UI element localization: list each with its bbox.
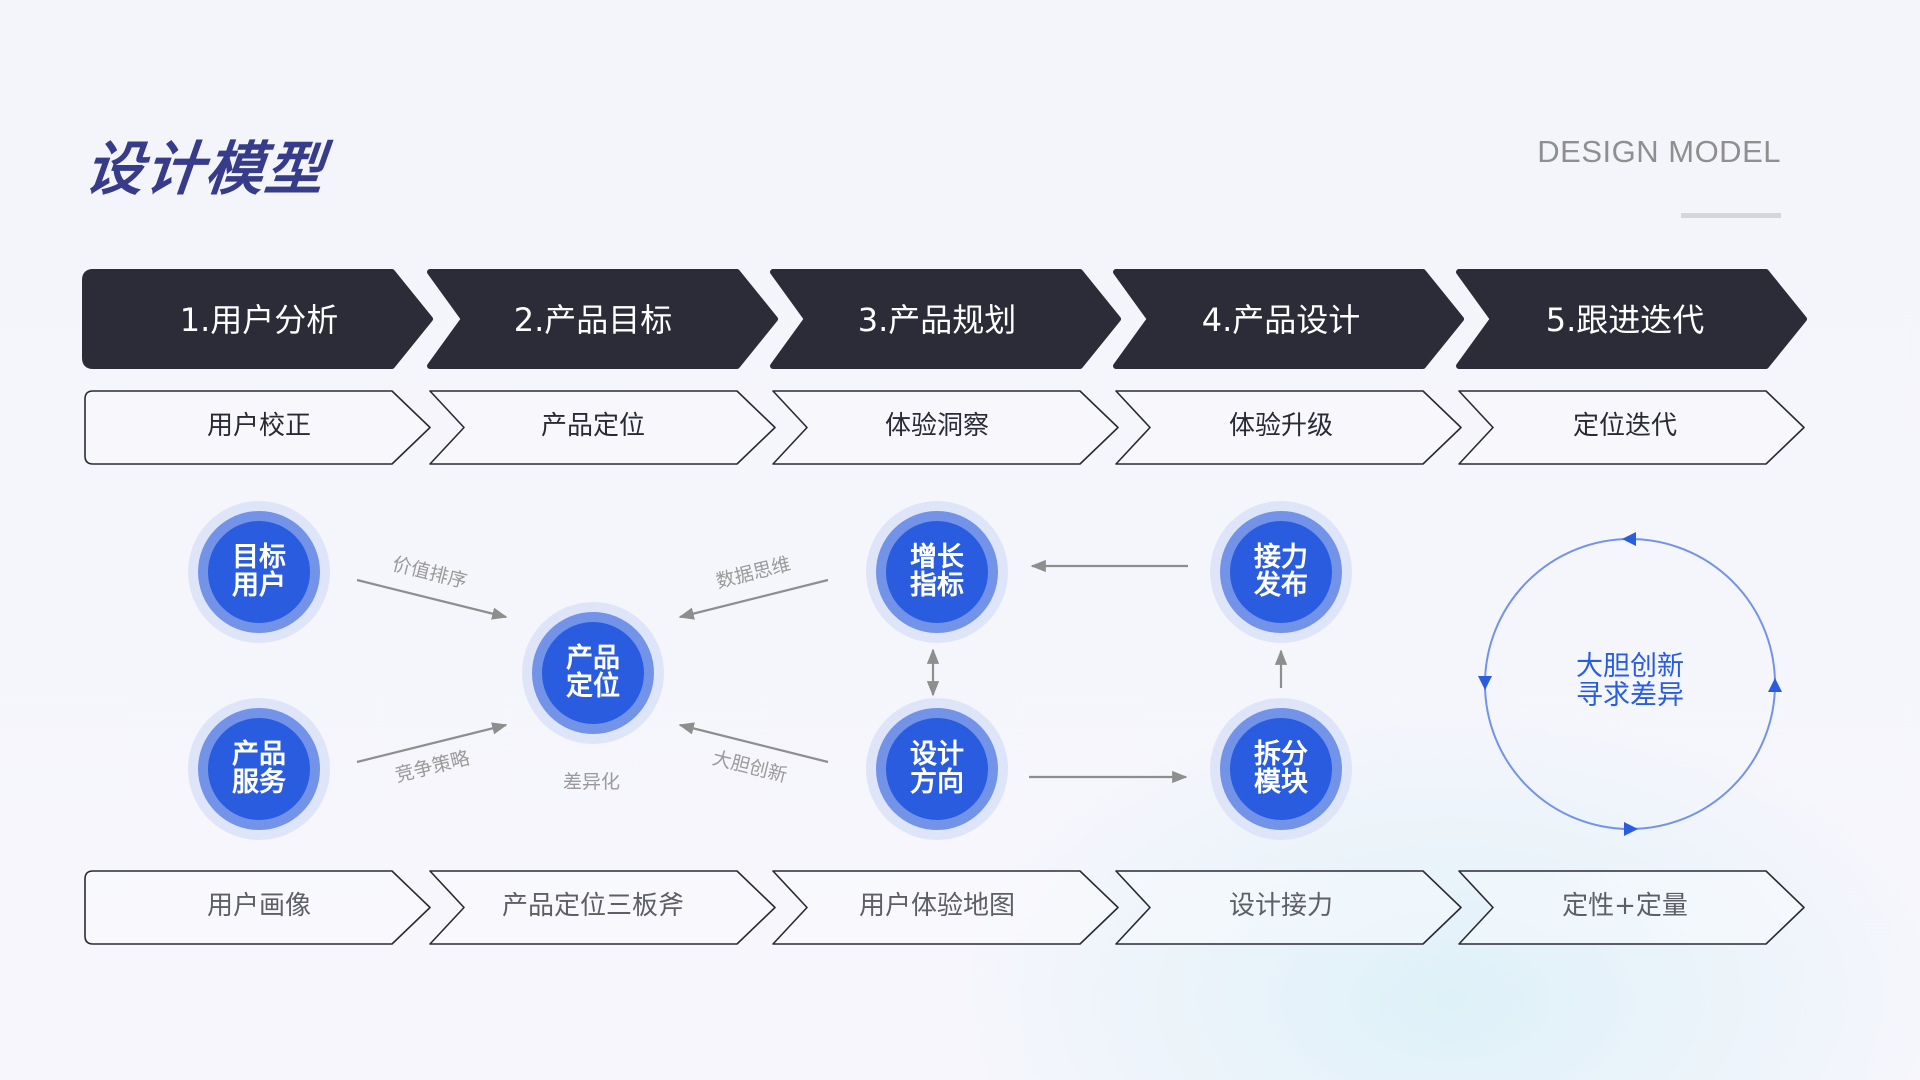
arrow-direction-to-position	[678, 722, 829, 764]
bottom-substage-chevron	[1458, 870, 1805, 945]
node-circle-design-direction	[866, 698, 1008, 840]
node-text-line: 发布	[1254, 570, 1308, 601]
loop-arrow-left-icon	[1478, 676, 1492, 690]
node-text-line: 指标	[910, 570, 964, 601]
node-text-line: 接力	[1254, 542, 1308, 573]
stage-label: 2.产品目标	[513, 301, 673, 339]
node-text-line: 定位	[566, 671, 620, 702]
node-core	[1230, 521, 1332, 623]
node-circle-growth-metric	[866, 501, 1008, 643]
bottom-substage-label: 用户画像	[206, 891, 311, 921]
node-text-line: 模块	[1254, 767, 1308, 798]
node-text-line: 产品	[232, 739, 286, 770]
top-substage-label: 体验升级	[1228, 411, 1333, 441]
page-subtitle: DESIGN MODEL	[1537, 134, 1781, 169]
top-substage-chevron	[1458, 390, 1805, 465]
node-core	[1230, 718, 1332, 820]
arrow-target-user-to-position	[356, 578, 508, 620]
node-product-service: 产品 服务	[199, 741, 319, 797]
top-substage-label: 定位迭代	[1572, 411, 1677, 441]
node-growth-metric: 增长 指标	[877, 544, 997, 600]
loop-text-line: 大胆创新	[1576, 651, 1684, 682]
bottom-substage-chevron	[429, 870, 776, 945]
bottom-substage-label: 产品定位三板斧	[501, 891, 684, 921]
top-substage-chevron	[429, 390, 776, 465]
node-text-line: 方向	[910, 767, 964, 798]
loop-text-line: 寻求差异	[1576, 680, 1684, 711]
stage-chevron	[82, 269, 433, 369]
node-core	[886, 718, 988, 820]
node-relay-release: 接力 发布	[1221, 544, 1341, 600]
node-core	[542, 622, 644, 724]
node-text-line: 目标	[232, 542, 286, 573]
node-circle-relay-release	[1210, 501, 1352, 643]
node-text-line: 设计	[910, 739, 964, 770]
node-core	[208, 521, 310, 623]
top-substage-chevron	[772, 390, 1119, 465]
stage-label: 4.产品设计	[1201, 301, 1361, 339]
stage-chevron	[1456, 269, 1807, 369]
stage-label: 5.跟进迭代	[1545, 301, 1705, 339]
node-circle-product-service	[188, 698, 330, 840]
node-product-position: 产品 定位	[533, 645, 653, 701]
node-core	[208, 718, 310, 820]
node-circle-target-user	[188, 501, 330, 643]
top-substage-label: 用户校正	[206, 411, 311, 441]
node-text-line: 服务	[232, 767, 286, 798]
loop-arrow-bottom-icon	[1624, 822, 1638, 836]
subtitle-underline	[1681, 213, 1781, 218]
node-split-module: 拆分 模块	[1221, 741, 1341, 797]
stage-label: 1.用户分析	[179, 301, 339, 339]
top-substage-row	[84, 390, 1805, 465]
node-text-line: 产品	[566, 643, 620, 674]
node-group	[188, 501, 1352, 840]
node-core	[886, 521, 988, 623]
stage-chevron	[1113, 269, 1464, 369]
bottom-substage-label: 设计接力	[1228, 891, 1333, 921]
node-design-direction: 设计 方向	[877, 741, 997, 797]
bottom-substage-label: 用户体验地图	[858, 891, 1015, 921]
iteration-loop-text: 大胆创新 寻求差异	[1530, 652, 1730, 710]
node-text-line: 用户	[232, 570, 286, 601]
edge-label-differentiation: 差异化	[563, 771, 621, 793]
arrow-growth-to-position	[678, 578, 829, 620]
bottom-substage-chevron	[1115, 870, 1462, 945]
node-text-line: 拆分	[1254, 739, 1308, 770]
node-target-user: 目标 用户	[199, 544, 319, 600]
top-substage-chevron	[84, 390, 431, 465]
node-text-line: 增长	[910, 542, 964, 573]
node-circle-split-module	[1210, 698, 1352, 840]
top-substage-label: 体验洞察	[884, 411, 989, 441]
stage-chevron	[427, 269, 778, 369]
node-circle-product-position	[522, 602, 664, 744]
arrow-product-service-to-position	[356, 722, 508, 764]
bottom-substage-chevron	[772, 870, 1119, 945]
bottom-substage-label: 定性+定量	[1562, 891, 1688, 921]
bottom-substage-row	[84, 870, 1805, 945]
stage-row	[82, 269, 1807, 369]
bottom-substage-chevron	[84, 870, 431, 945]
stage-label: 3.产品规划	[857, 301, 1017, 339]
stage-chevron	[770, 269, 1121, 369]
top-substage-chevron	[1115, 390, 1462, 465]
loop-arrow-right-icon	[1768, 678, 1782, 692]
loop-arrow-top-icon	[1622, 532, 1636, 546]
top-substage-label: 产品定位	[540, 411, 645, 441]
